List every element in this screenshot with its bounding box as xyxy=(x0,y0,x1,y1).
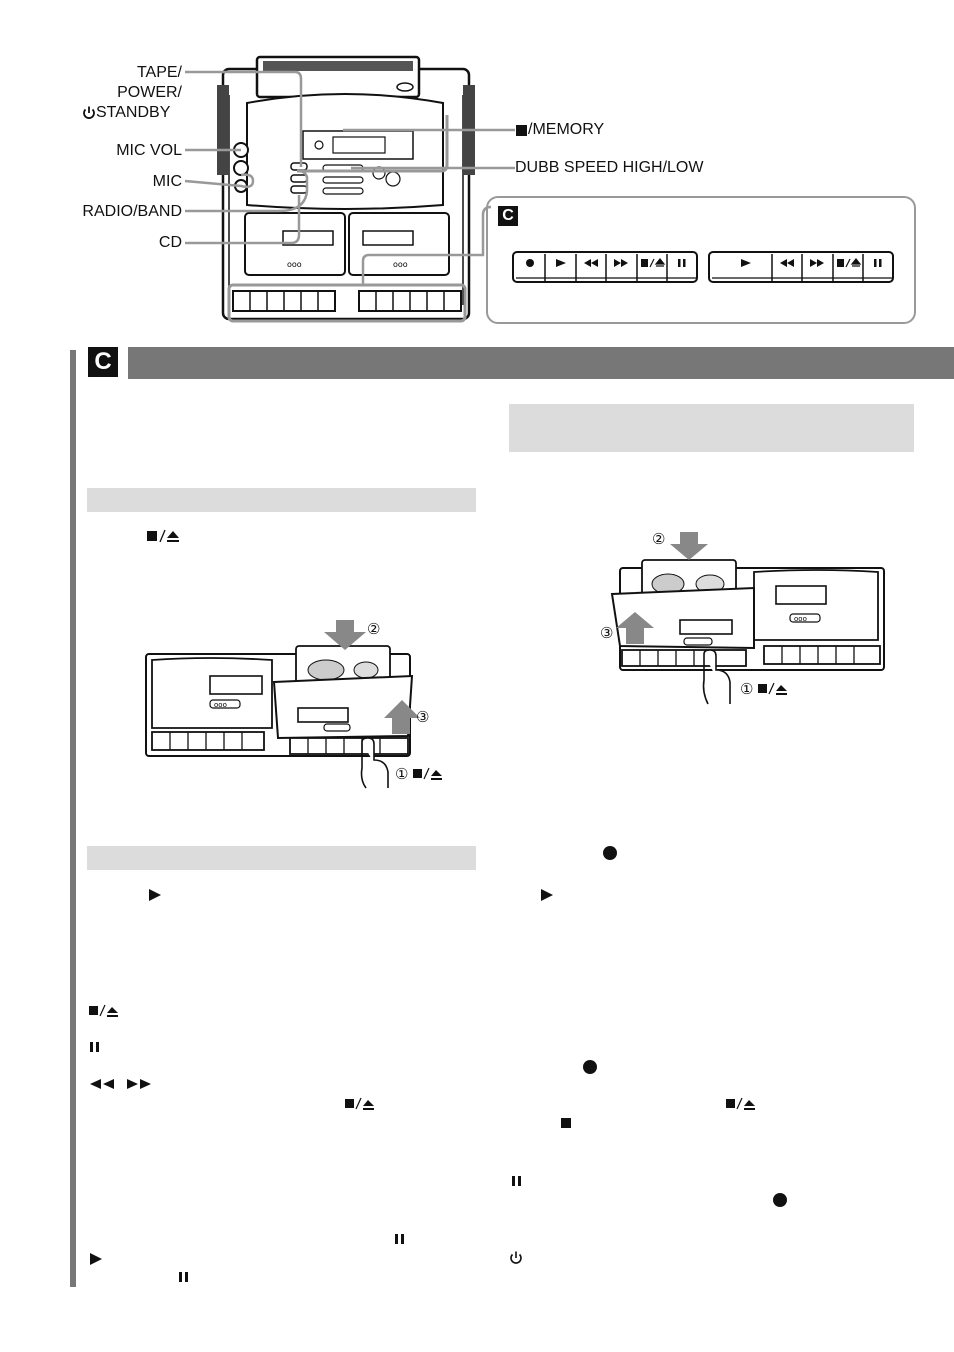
pause-icon xyxy=(179,1272,188,1282)
section-badge: C xyxy=(88,347,118,377)
step-1-left-group: ① xyxy=(395,765,448,783)
step-marker-3-right: ③ xyxy=(600,625,614,642)
standby-label-group: STANDBY xyxy=(82,104,170,122)
play-icon xyxy=(741,259,751,267)
svg-text:ooo: ooo xyxy=(214,701,227,709)
deck-b-button-strip xyxy=(708,251,894,283)
dubb-speed-label: DUBB SPEED HIGH/LOW xyxy=(515,159,704,176)
svg-text:ooo: ooo xyxy=(393,260,408,269)
pause-icon xyxy=(874,259,877,267)
rewind-icon xyxy=(90,1079,114,1089)
stop-icon xyxy=(561,1118,571,1128)
section-left-rule xyxy=(70,350,76,1287)
play-icon xyxy=(556,259,566,267)
pause-icon xyxy=(512,1176,521,1186)
stereo-unit-illustration: ooo ooo xyxy=(184,55,515,323)
svg-text:ooo: ooo xyxy=(287,260,302,269)
tape-label: TAPE/ xyxy=(136,64,182,81)
cd-label: CD xyxy=(158,234,182,251)
stop-eject-icon xyxy=(345,1097,374,1110)
stop-eject-icon xyxy=(413,767,443,780)
stop-eject-icon xyxy=(758,682,788,695)
step-marker-2-left: ② xyxy=(367,621,381,638)
stop-icon xyxy=(837,259,844,267)
pause-icon xyxy=(678,259,681,267)
step-marker-1-right: ① xyxy=(740,681,754,698)
record-icon xyxy=(583,1060,597,1074)
stop-icon xyxy=(641,259,648,267)
standby-power-icon xyxy=(83,106,95,119)
step-1-right-group: ① xyxy=(740,680,793,698)
inset-badge: C xyxy=(498,206,518,226)
rewind-icon xyxy=(780,259,794,267)
play-icon xyxy=(90,1253,102,1265)
eject-icon xyxy=(654,258,666,267)
load-cassette-illustration-left: ooo xyxy=(145,620,420,789)
standby-power-icon xyxy=(510,1251,522,1264)
record-icon xyxy=(773,1193,787,1207)
inset-panel xyxy=(486,196,916,324)
pause-icon xyxy=(395,1234,404,1244)
play-icon xyxy=(541,889,553,901)
section-header-bar xyxy=(128,347,954,379)
power-label: POWER/ xyxy=(117,84,182,101)
step-marker-2-right: ② xyxy=(652,531,666,548)
fast-forward-icon xyxy=(127,1079,151,1089)
mic-vol-label: MIC VOL xyxy=(116,142,182,159)
memory-label-group: /MEMORY xyxy=(516,121,604,139)
radio-band-label: RADIO/BAND xyxy=(82,203,182,220)
load-cassette-illustration-right: ooo xyxy=(610,532,885,705)
mic-label: MIC xyxy=(152,173,182,190)
pause-icon xyxy=(90,1042,99,1052)
record-icon xyxy=(603,846,617,860)
right-subheading-box xyxy=(509,404,914,452)
stop-icon xyxy=(516,124,527,136)
left-subheading-bar-1 xyxy=(87,488,476,512)
memory-label: /MEMORY xyxy=(528,121,605,138)
play-icon xyxy=(149,889,161,901)
record-icon xyxy=(526,259,534,267)
stop-eject-icon xyxy=(89,1004,118,1017)
left-subheading-bar-2 xyxy=(87,846,476,870)
standby-label: STANDBY xyxy=(96,104,171,121)
stop-eject-icon xyxy=(726,1097,755,1110)
eject-icon xyxy=(850,258,862,267)
deck-a-button-strip xyxy=(512,251,698,283)
stop-eject-icon xyxy=(147,529,179,543)
step-marker-3-left: ③ xyxy=(416,709,430,726)
svg-text:ooo: ooo xyxy=(794,615,807,623)
fast-forward-icon xyxy=(614,259,628,267)
fast-forward-icon xyxy=(810,259,824,267)
step-marker-1-left: ① xyxy=(395,766,409,783)
rewind-icon xyxy=(584,259,598,267)
